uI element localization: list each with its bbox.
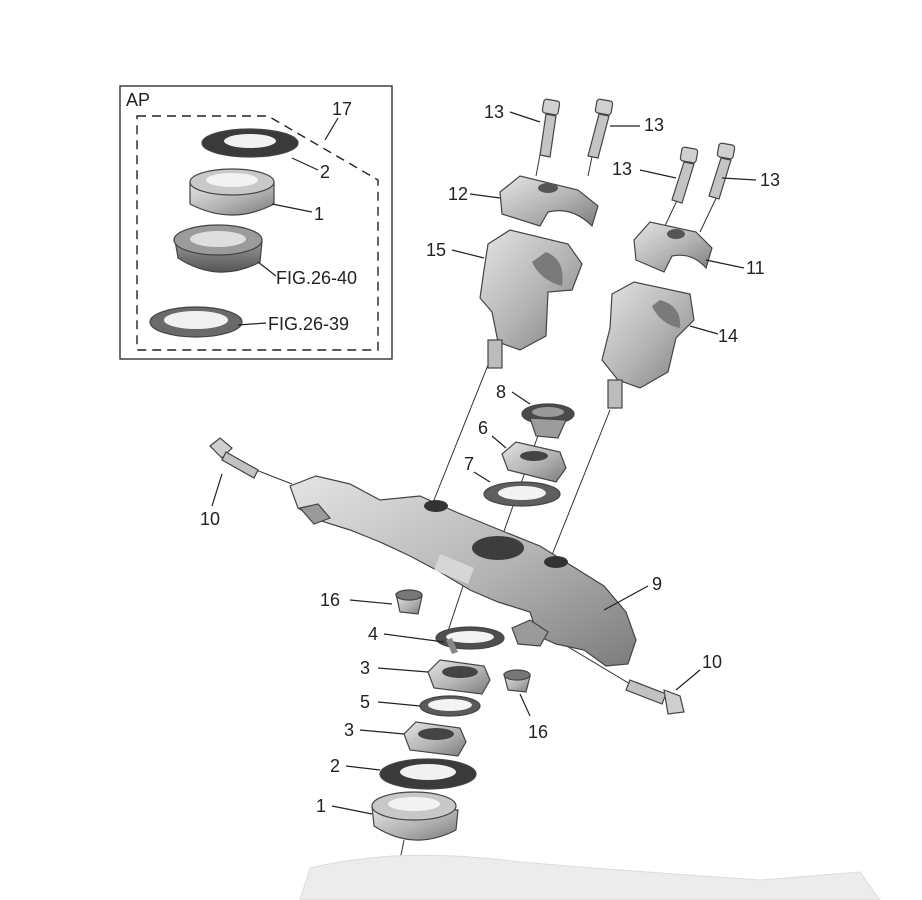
callout-12: 12 <box>448 184 468 204</box>
callout-10-left: 10 <box>200 509 220 529</box>
callout-10-right: 10 <box>702 652 722 672</box>
bolt-13-a <box>539 98 561 158</box>
lock-nut-lower <box>403 721 467 757</box>
inset-bearing <box>189 168 275 216</box>
callout-3-lower: 3 <box>344 720 354 740</box>
callout-14: 14 <box>718 326 738 346</box>
spacer-washer <box>419 695 481 717</box>
callout-2: 2 <box>330 756 340 776</box>
callout-9: 9 <box>652 574 662 594</box>
callout-17: 17 <box>332 99 352 119</box>
inset-bearing-race <box>173 224 263 273</box>
inset-label: AP <box>126 90 150 110</box>
steering-stem-cap <box>521 403 575 439</box>
bushing-right <box>503 669 531 693</box>
callout-11: 11 <box>746 258 765 278</box>
pinch-bolt-right <box>625 679 685 715</box>
callout-6: 6 <box>478 418 488 438</box>
inset-callout-fig-26-39: FIG.26-39 <box>268 314 349 334</box>
bolt-13-d <box>708 142 736 200</box>
handlebar-riser-left <box>479 229 583 369</box>
inset-seal-ring <box>201 128 299 158</box>
inset-panel: AP 17 2 1 FIG.26-40 <box>119 85 393 360</box>
callout-13-c: 13 <box>612 159 632 179</box>
callout-7: 7 <box>464 454 474 474</box>
lock-nut-upper <box>427 659 491 695</box>
handlebar-riser-right <box>601 281 695 409</box>
inset-dashed-outline <box>136 115 379 351</box>
bearing-seal <box>379 758 477 790</box>
callout-3-upper: 3 <box>360 658 370 678</box>
inset-callout-fig-26-40: FIG.26-40 <box>276 268 357 288</box>
steering-stem-nut <box>501 441 567 483</box>
bolt-13-c <box>671 146 699 204</box>
steering-bearing <box>371 791 459 841</box>
callout-8: 8 <box>496 382 506 402</box>
callout-13-d: 13 <box>760 170 780 190</box>
callout-13-a: 13 <box>484 102 504 122</box>
callout-13-b: 13 <box>644 115 664 135</box>
handlebar-clamp-right <box>633 221 713 273</box>
inset-callout-1: 1 <box>314 204 324 224</box>
handlebar-clamp-left <box>499 175 599 228</box>
bolt-13-b <box>587 98 614 159</box>
steering-stem-washer <box>483 481 561 507</box>
inset-callout-2: 2 <box>320 162 330 182</box>
pinch-bolt-left <box>209 437 259 479</box>
inset-dust-seal <box>149 306 243 338</box>
callout-5: 5 <box>360 692 370 712</box>
callout-15: 15 <box>426 240 446 260</box>
lock-washer <box>435 626 505 654</box>
frame-silhouette <box>299 854 881 900</box>
callout-16-left: 16 <box>320 590 340 610</box>
callout-1: 1 <box>316 796 326 816</box>
callout-16-right: 16 <box>528 722 548 742</box>
callout-4: 4 <box>368 624 378 644</box>
leader-17 <box>324 117 339 141</box>
bushing-left <box>395 589 423 615</box>
upper-triple-clamp <box>289 475 637 667</box>
